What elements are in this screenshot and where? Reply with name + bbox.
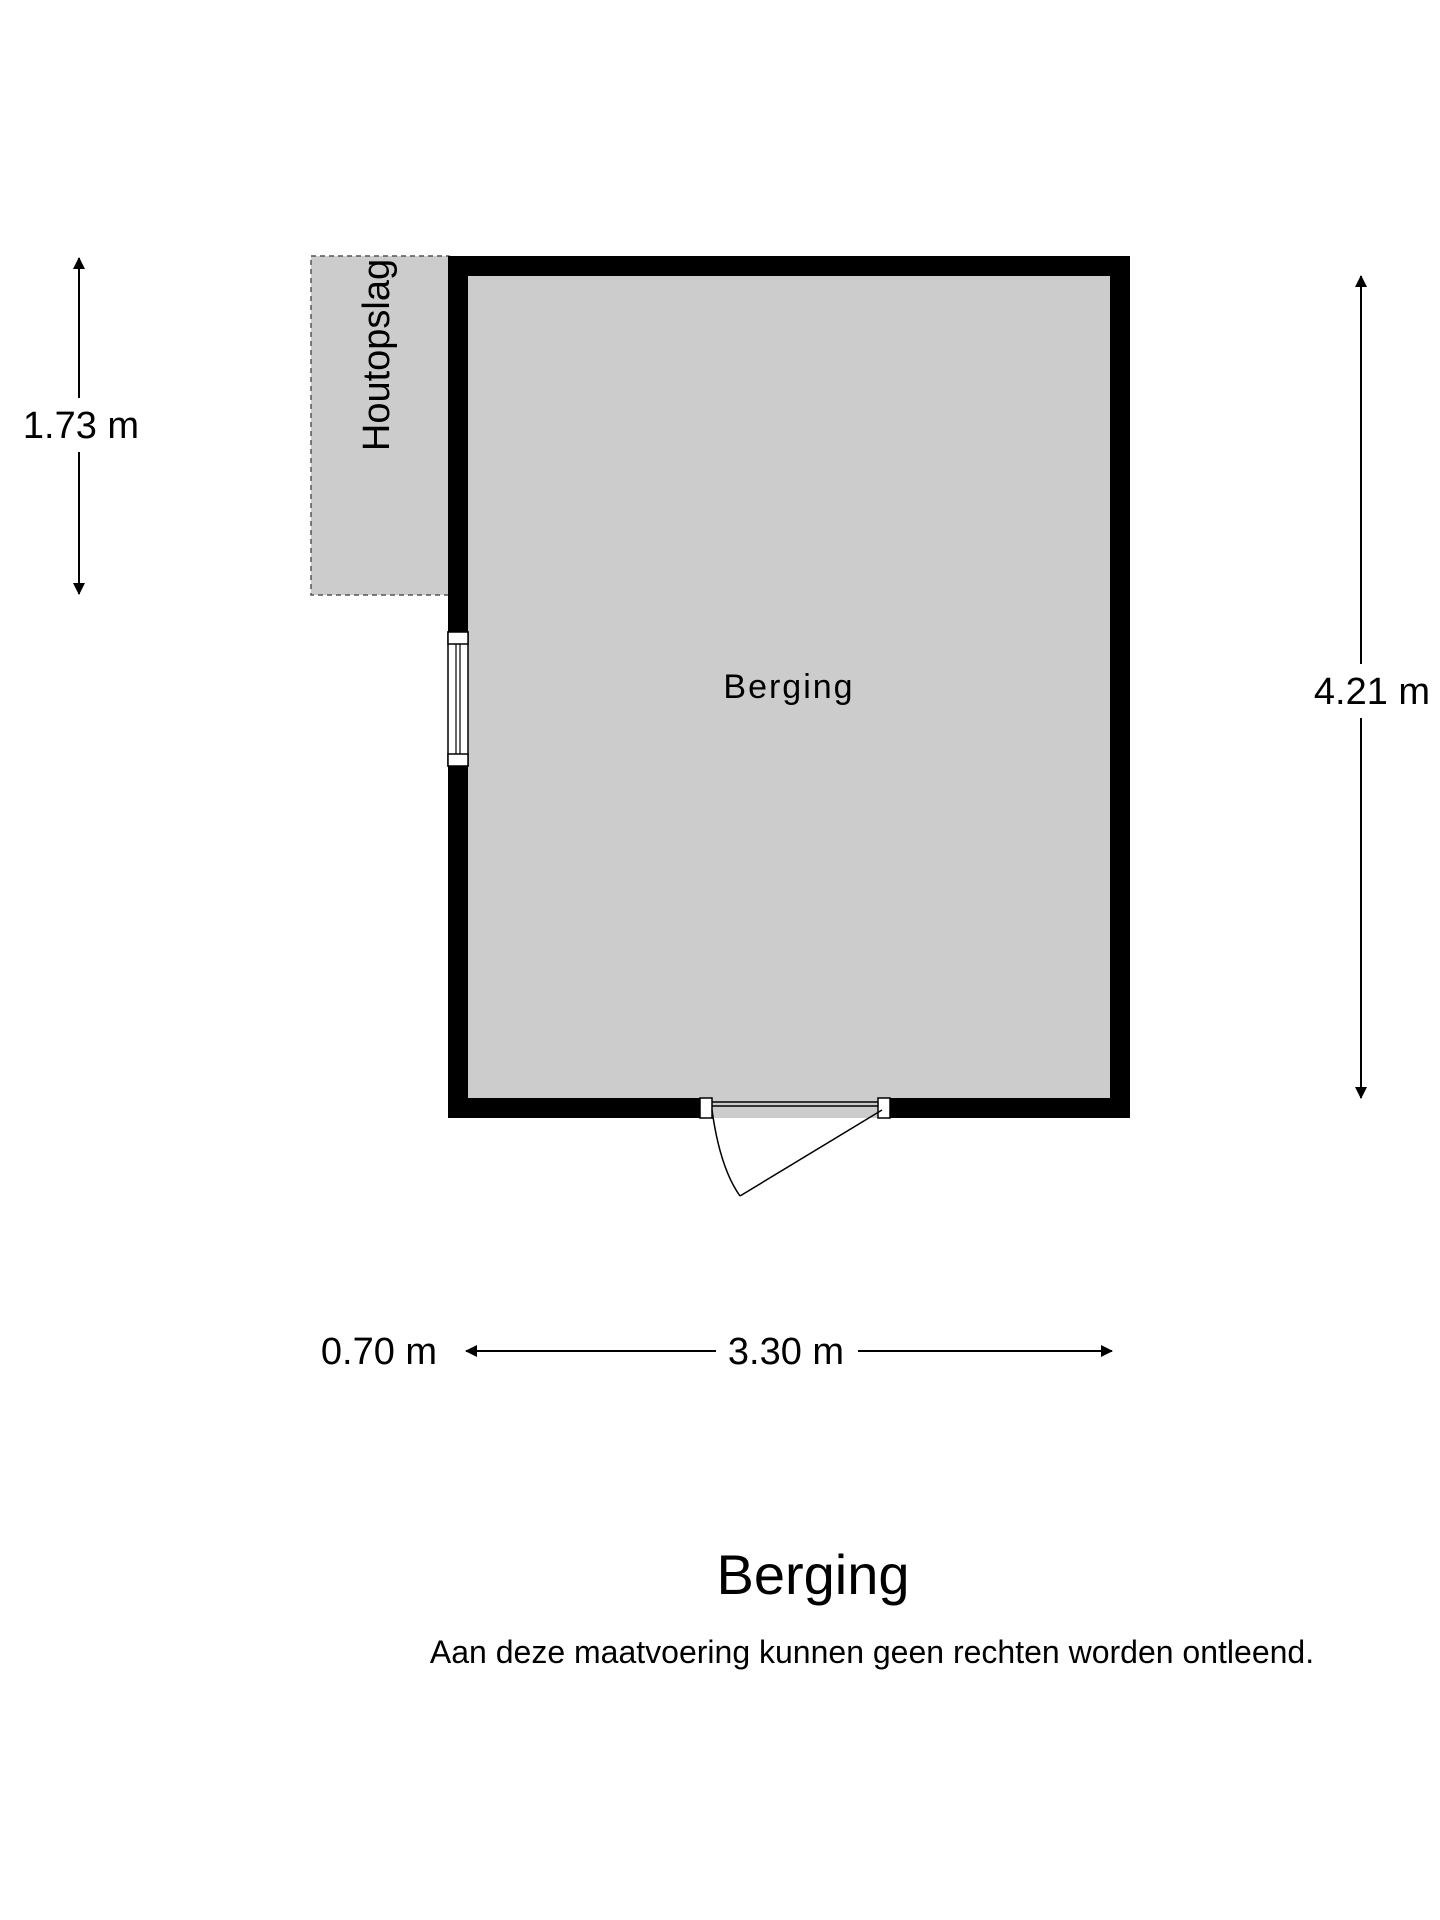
room-floor: [448, 256, 1130, 1118]
door: [699, 1097, 891, 1197]
dimension-annex-height: 1.73 m: [23, 257, 139, 595]
room-label-main: Berging: [723, 668, 854, 706]
wall-left-lower: [448, 766, 468, 1118]
dimension-label-annex-width: 0.70 m: [321, 1331, 437, 1373]
dimension-widths: 0.70 m 3.30 m: [321, 1331, 1113, 1373]
dimension-label-main-height: 4.21 m: [1314, 671, 1430, 713]
disclaimer: Aan deze maatvoering kunnen geen rechten…: [430, 1634, 1314, 1670]
door-leaf: [739, 1109, 883, 1197]
dimension-label-main-width: 3.30 m: [728, 1331, 844, 1373]
window-left: [447, 631, 469, 767]
wall-bottom-right: [890, 1098, 1130, 1118]
walls: [448, 256, 1130, 1118]
door-swing-arc: [711, 1109, 741, 1197]
wall-bottom-left: [448, 1098, 700, 1118]
plan-title: Berging: [716, 1543, 909, 1606]
wall-right: [1110, 256, 1130, 1118]
wall-top: [448, 256, 1130, 276]
dimension-main-height: 4.21 m: [1314, 275, 1430, 1099]
room-label-annex: Houtopslag: [356, 259, 398, 451]
wall-left-upper: [448, 256, 468, 632]
annex-area: [310, 255, 450, 596]
dimension-label-annex-height: 1.73 m: [23, 405, 139, 447]
